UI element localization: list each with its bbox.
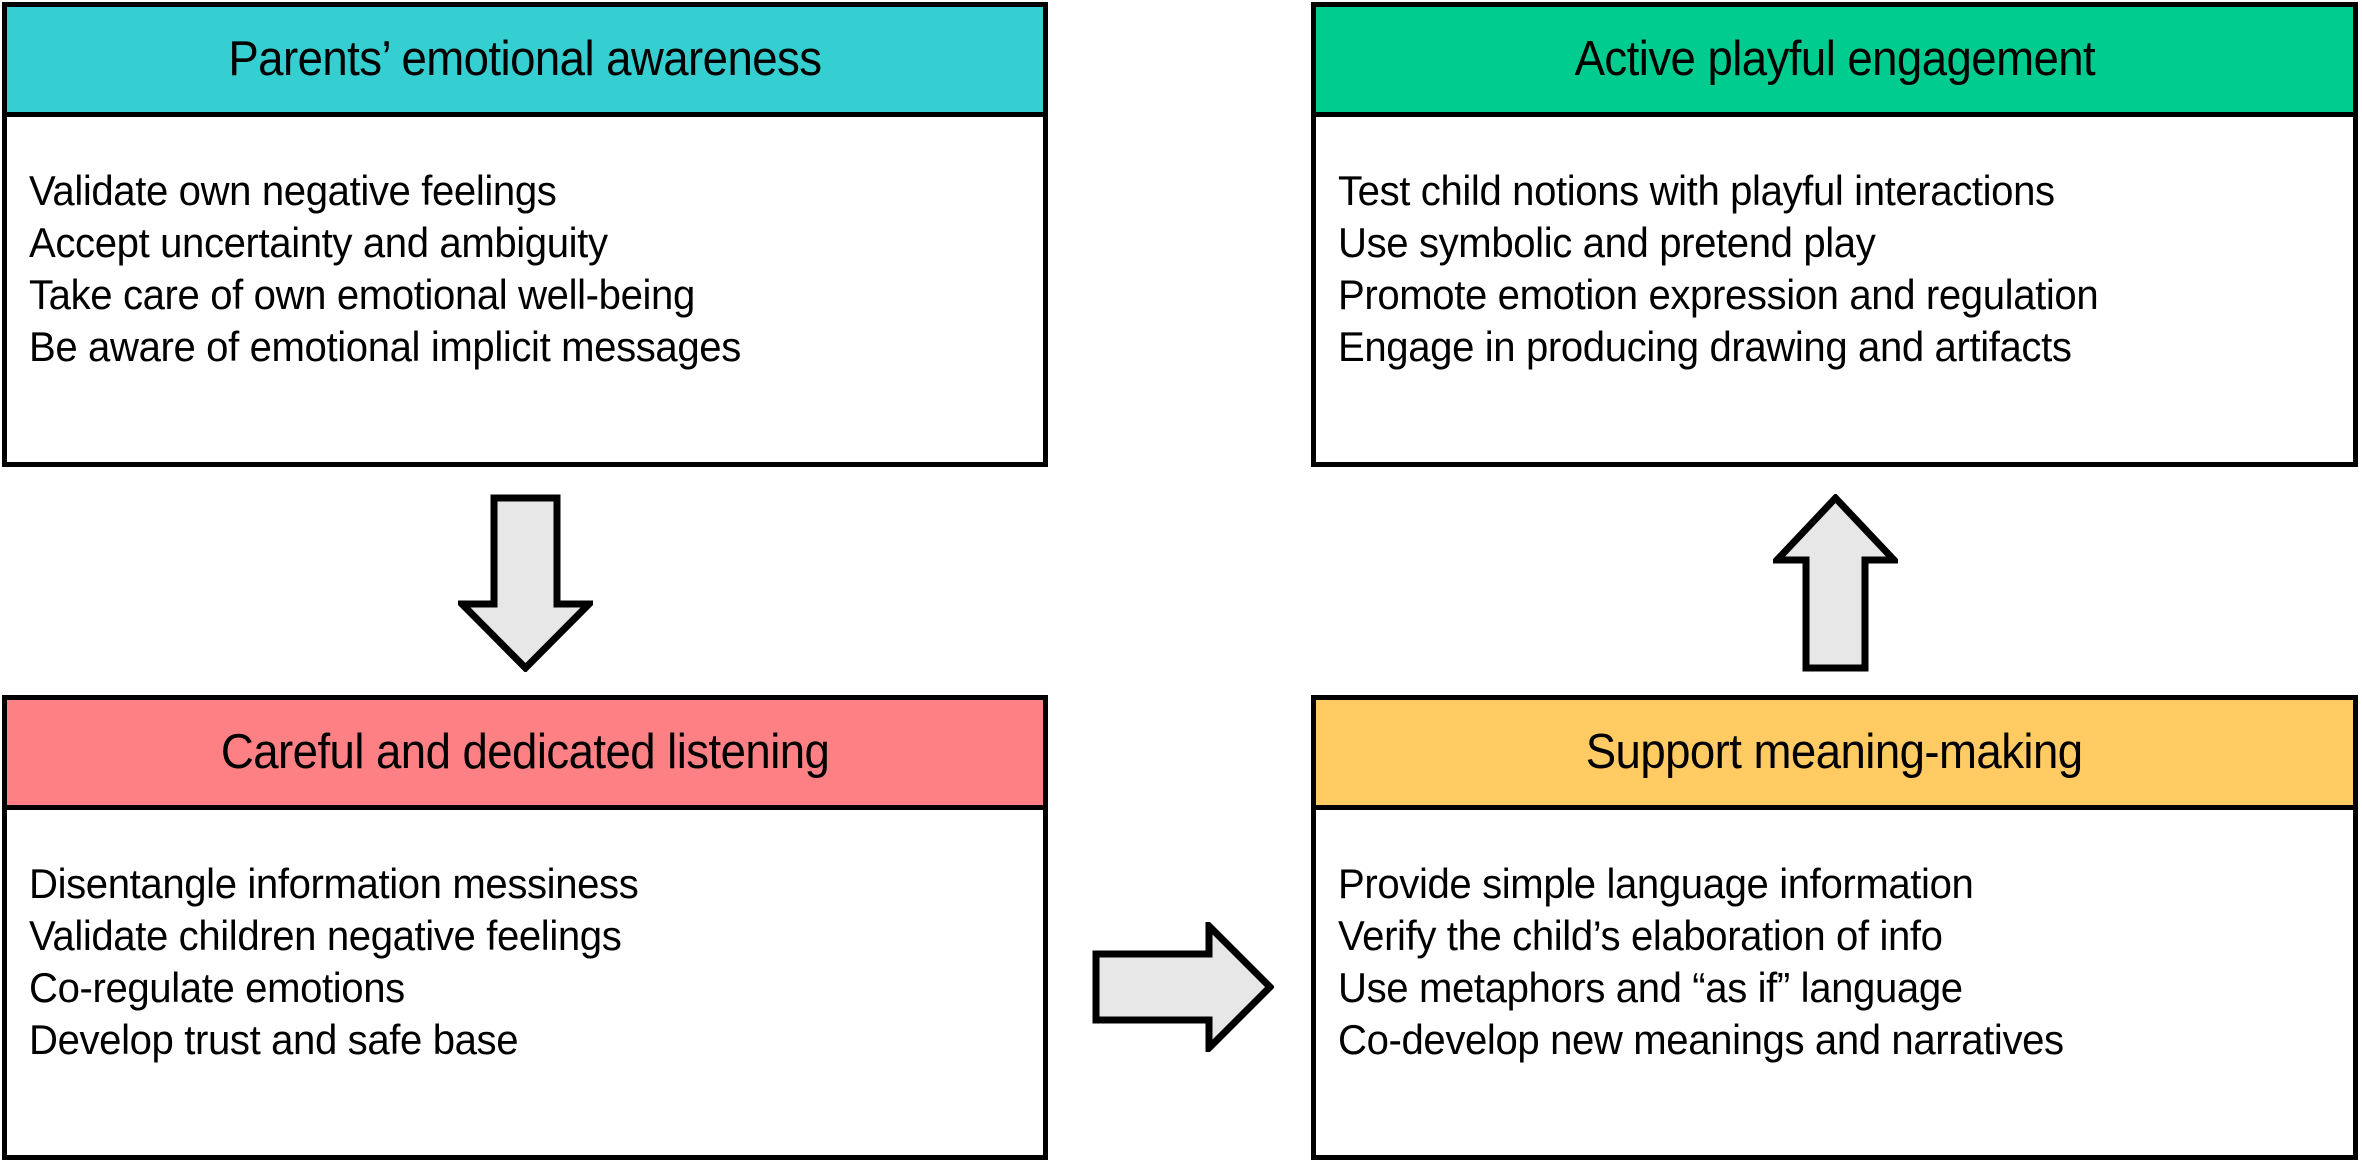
box-line: Co-develop new meanings and narratives bbox=[1338, 1016, 2064, 1063]
box-title-active-playful-engagement: Active playful engagement bbox=[1574, 32, 2095, 86]
box-line: Take care of own emotional well-being bbox=[29, 271, 695, 318]
box-body-careful-and-dedicated-listening: Disentangle information messiness Valida… bbox=[7, 810, 1043, 1155]
box-line: Engage in producing drawing and artifact… bbox=[1338, 323, 2072, 370]
box-line: Validate children negative feelings bbox=[29, 912, 622, 959]
box-body-support-meaning-making: Provide simple language information Veri… bbox=[1316, 810, 2353, 1155]
box-support-meaning-making: Support meaning-making Provide simple la… bbox=[1311, 695, 2358, 1160]
box-line: Use symbolic and pretend play bbox=[1338, 219, 1876, 266]
box-line: Test child notions with playful interact… bbox=[1338, 167, 2055, 214]
box-line: Accept uncertainty and ambiguity bbox=[29, 219, 608, 266]
box-title-support-meaning-making: Support meaning-making bbox=[1586, 725, 2083, 779]
box-line: Co-regulate emotions bbox=[29, 964, 405, 1011]
box-header-parents-emotional-awareness: Parents’ emotional awareness bbox=[7, 7, 1043, 117]
box-header-support-meaning-making: Support meaning-making bbox=[1316, 700, 2353, 810]
box-line: Validate own negative feelings bbox=[29, 167, 557, 214]
box-line: Use metaphors and “as if” language bbox=[1338, 964, 1963, 1011]
arrow-right-icon bbox=[1092, 922, 1274, 1052]
box-active-playful-engagement: Active playful engagement Test child not… bbox=[1311, 2, 2358, 467]
box-body-parents-emotional-awareness: Validate own negative feelings Accept un… bbox=[7, 117, 1043, 462]
box-body-active-playful-engagement: Test child notions with playful interact… bbox=[1316, 117, 2353, 462]
box-careful-and-dedicated-listening: Careful and dedicated listening Disentan… bbox=[2, 695, 1048, 1160]
box-title-parents-emotional-awareness: Parents’ emotional awareness bbox=[228, 32, 822, 86]
box-title-careful-and-dedicated-listening: Careful and dedicated listening bbox=[220, 725, 830, 779]
box-line: Develop trust and safe base bbox=[29, 1016, 519, 1063]
box-header-careful-and-dedicated-listening: Careful and dedicated listening bbox=[7, 700, 1043, 810]
box-line: Provide simple language information bbox=[1338, 860, 1974, 907]
arrow-up-icon bbox=[1773, 494, 1898, 672]
box-line: Disentangle information messiness bbox=[29, 860, 639, 907]
box-parents-emotional-awareness: Parents’ emotional awareness Validate ow… bbox=[2, 2, 1048, 467]
box-header-active-playful-engagement: Active playful engagement bbox=[1316, 7, 2353, 117]
box-line: Verify the child’s elaboration of info bbox=[1338, 912, 1943, 959]
box-line: Promote emotion expression and regulatio… bbox=[1338, 271, 2099, 318]
arrow-down-icon bbox=[458, 494, 593, 672]
box-line: Be aware of emotional implicit messages bbox=[29, 323, 741, 370]
